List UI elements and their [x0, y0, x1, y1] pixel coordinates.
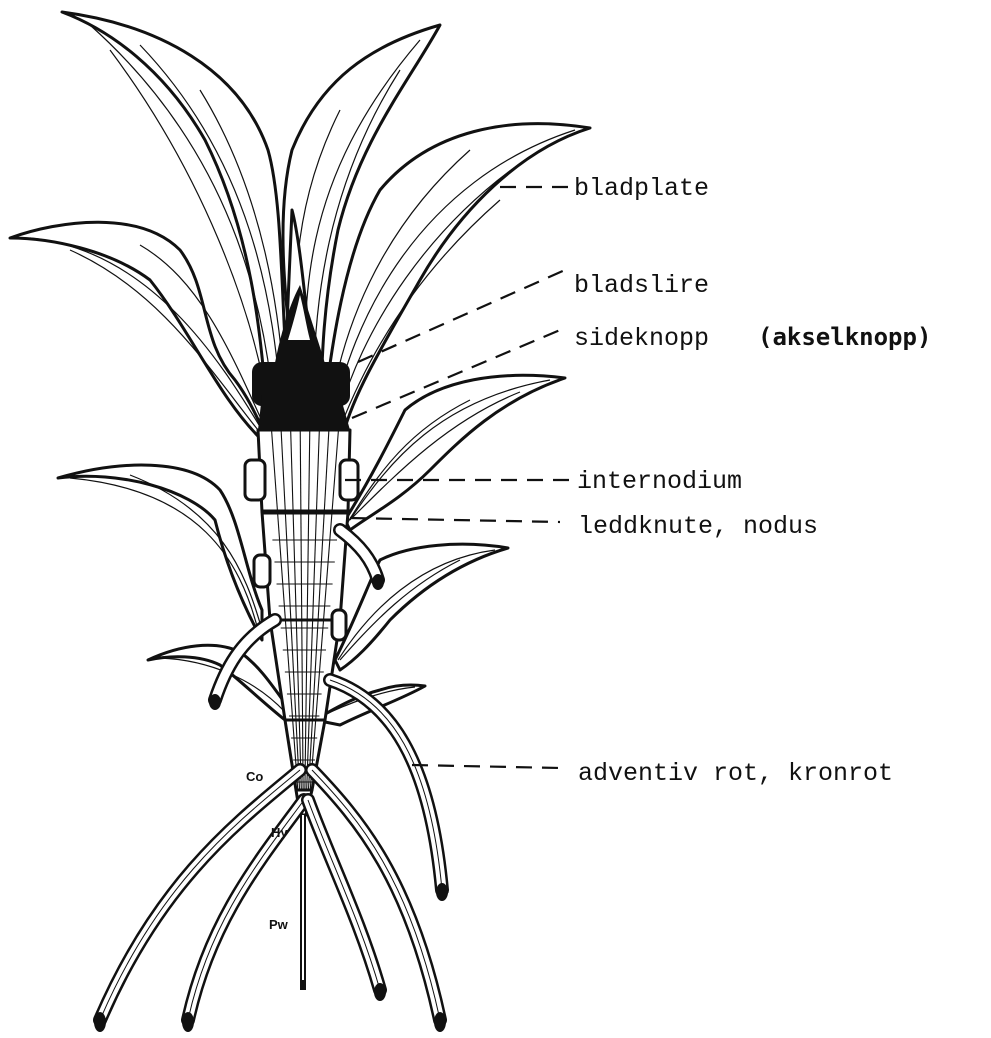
leaf-lower-right — [335, 544, 508, 670]
leaf-lower-left — [58, 465, 262, 640]
label-bladslire: bladslire — [574, 271, 709, 300]
label-hy: Hy — [271, 825, 288, 840]
label-co: Co — [246, 769, 263, 784]
leaf-mid-left — [10, 222, 268, 440]
label-adventiv-rot: adventiv rot, kronrot — [578, 759, 893, 788]
label-internodium: internodium — [577, 467, 742, 496]
label-sideknopp: sideknopp — [574, 324, 709, 353]
leader-rot — [412, 765, 560, 768]
label-bladplate: bladplate — [574, 174, 709, 203]
label-pw: Pw — [269, 917, 289, 932]
leader-nodus — [350, 518, 560, 522]
label-akselknopp: (akselknopp) — [758, 323, 931, 351]
label-nodus: leddknute, nodus — [578, 512, 818, 541]
leaf-mid-right — [345, 375, 565, 530]
